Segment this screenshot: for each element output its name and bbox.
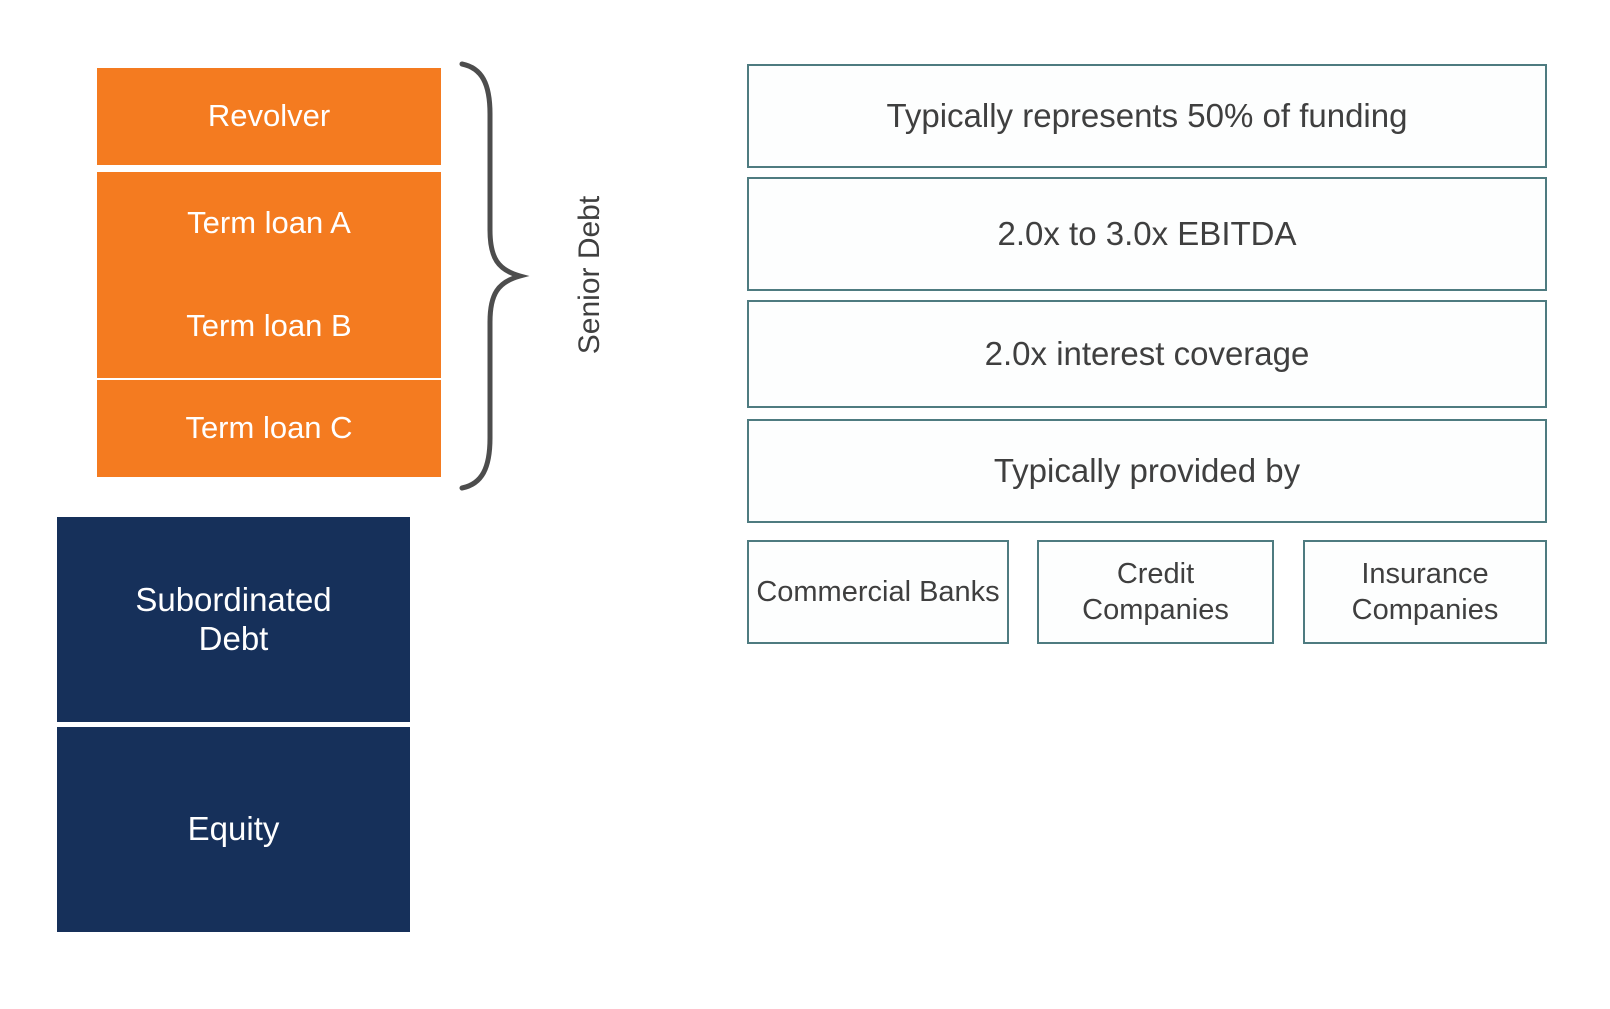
stack-box-label: Term loan B	[186, 308, 352, 344]
senior-debt-label: Senior Debt	[490, 185, 690, 365]
stack-box-term-loan-a[interactable]: Term loan A	[97, 172, 441, 275]
characteristic-label: 2.0x interest coverage	[984, 335, 1310, 373]
characteristic-box-providers-heading[interactable]: Typically provided by	[747, 419, 1547, 523]
provider-label: Credit Companies	[1082, 557, 1229, 626]
stack-box-label: Equity	[187, 810, 280, 848]
stack-box-label: Revolver	[207, 98, 331, 134]
stack-box-term-loan-c[interactable]: Term loan C	[97, 380, 441, 477]
curly-brace-right-icon	[459, 61, 530, 491]
provider-box-commercial-banks[interactable]: Commercial Banks	[747, 540, 1009, 644]
stack-box-term-loan-b[interactable]: Term loan B	[97, 275, 441, 378]
provider-label: Commercial Banks	[756, 575, 1000, 608]
stack-box-label: Term loan A	[187, 205, 351, 241]
provider-box-credit-companies[interactable]: Credit Companies	[1037, 540, 1274, 644]
characteristic-box-ebitda-multiple[interactable]: 2.0x to 3.0x EBITDA	[747, 177, 1547, 291]
senior-debt-text: Senior Debt	[573, 195, 606, 355]
characteristic-label: Typically provided by	[993, 452, 1301, 490]
stack-box-revolver[interactable]: Revolver	[97, 68, 441, 165]
characteristic-label: 2.0x to 3.0x EBITDA	[997, 215, 1297, 253]
characteristic-box-funding-share[interactable]: Typically represents 50% of funding	[747, 64, 1547, 168]
stack-box-label: Term loan C	[185, 410, 353, 446]
stack-box-label: Subordinated Debt	[135, 580, 332, 657]
provider-label: Insurance Companies	[1351, 557, 1499, 626]
stack-box-subordinated-debt[interactable]: Subordinated Debt	[57, 517, 410, 722]
characteristic-box-interest-coverage[interactable]: 2.0x interest coverage	[747, 300, 1547, 408]
provider-box-insurance-companies[interactable]: Insurance Companies	[1303, 540, 1547, 644]
stack-box-equity[interactable]: Equity	[57, 727, 410, 932]
characteristic-label: Typically represents 50% of funding	[886, 97, 1408, 135]
